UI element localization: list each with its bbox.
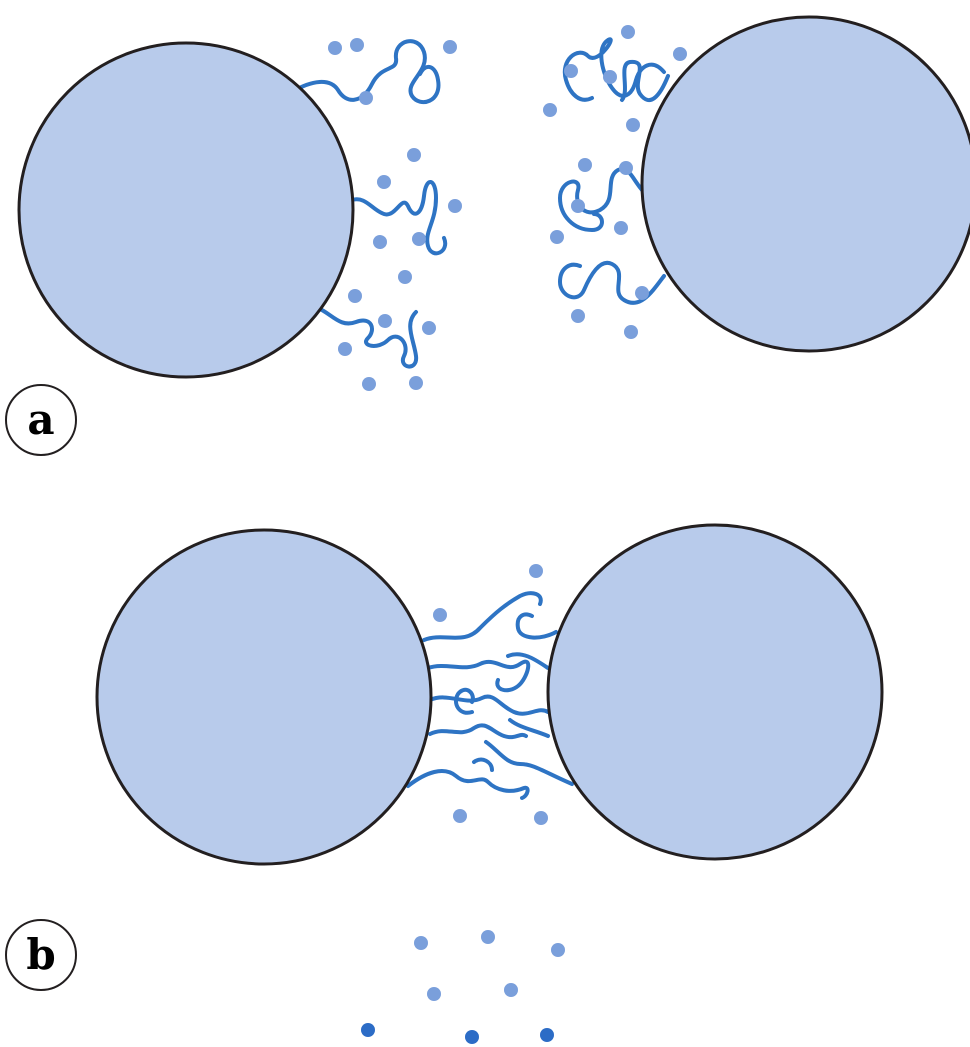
counterion bbox=[534, 811, 548, 825]
polymer-chain bbox=[428, 694, 550, 716]
counterion bbox=[412, 232, 426, 246]
panel-label-text: a bbox=[27, 395, 54, 444]
counterion bbox=[614, 221, 628, 235]
polymer-chain bbox=[562, 37, 666, 102]
released-ion-dark bbox=[465, 1030, 479, 1044]
polymer-chain bbox=[350, 180, 448, 256]
counterion bbox=[348, 289, 362, 303]
panel-label-circle bbox=[5, 919, 77, 991]
panel-b-released-ions bbox=[361, 930, 565, 1044]
polymer-chain bbox=[558, 166, 648, 232]
polymer-chain bbox=[515, 612, 558, 640]
counterion bbox=[359, 91, 373, 105]
released-counterion bbox=[414, 936, 428, 950]
counterion bbox=[529, 564, 543, 578]
panel-b-label: b bbox=[5, 919, 77, 991]
released-ion-dark bbox=[540, 1028, 554, 1042]
released-counterion bbox=[551, 943, 565, 957]
counterion bbox=[362, 377, 376, 391]
released-counterion bbox=[427, 987, 441, 1001]
counterion bbox=[621, 25, 635, 39]
counterion bbox=[328, 41, 342, 55]
counterion bbox=[550, 230, 564, 244]
particle-right bbox=[546, 523, 884, 861]
counterion bbox=[409, 376, 423, 390]
counterion bbox=[624, 325, 638, 339]
counterion bbox=[673, 47, 687, 61]
particle-left bbox=[17, 41, 355, 379]
counterion bbox=[350, 38, 364, 52]
counterion bbox=[377, 175, 391, 189]
counterion bbox=[564, 64, 578, 78]
panel-b-counterions bbox=[433, 564, 548, 825]
polymer-chain bbox=[472, 757, 494, 772]
panel-label-circle bbox=[5, 384, 77, 456]
polymer-chain bbox=[484, 740, 574, 786]
polymer-chain bbox=[508, 718, 550, 738]
counterion bbox=[378, 314, 392, 328]
counterion bbox=[453, 809, 467, 823]
counterion bbox=[448, 199, 462, 213]
polymer-chain bbox=[506, 652, 550, 670]
panel-a: a bbox=[5, 15, 970, 456]
counterion bbox=[443, 40, 457, 54]
panel-b-bridging-chains bbox=[406, 591, 574, 800]
polymer-chain bbox=[558, 260, 666, 305]
counterion bbox=[338, 342, 352, 356]
counterion bbox=[603, 70, 617, 84]
counterion bbox=[398, 270, 412, 284]
counterion bbox=[626, 118, 640, 132]
released-ion-dark bbox=[361, 1023, 375, 1037]
counterion bbox=[422, 321, 436, 335]
released-counterion bbox=[504, 983, 518, 997]
counterion bbox=[635, 286, 649, 300]
polymer-chain bbox=[422, 591, 543, 642]
polymer-chain bbox=[316, 306, 419, 369]
panel-a-counterions bbox=[328, 25, 687, 391]
polymer-chain bbox=[426, 659, 531, 693]
polymer-chain bbox=[453, 687, 475, 715]
polymer-chain bbox=[428, 723, 528, 740]
counterion bbox=[373, 235, 387, 249]
particle-left bbox=[95, 528, 433, 866]
counterion bbox=[571, 309, 585, 323]
particle-right bbox=[640, 15, 970, 353]
polymer-chain bbox=[290, 39, 441, 105]
counterion bbox=[619, 161, 633, 175]
panel-a-label: a bbox=[5, 384, 77, 456]
counterion bbox=[578, 158, 592, 172]
polymer-chain bbox=[406, 769, 530, 800]
panel-label-text: b bbox=[26, 930, 55, 979]
counterion bbox=[433, 608, 447, 622]
panel-a-left-chains bbox=[290, 39, 448, 369]
released-counterion bbox=[481, 930, 495, 944]
panel-a-right-chains bbox=[558, 37, 670, 305]
panel-b: b bbox=[5, 523, 884, 1044]
counterion bbox=[571, 199, 585, 213]
counterion bbox=[543, 103, 557, 117]
polymer-chain bbox=[620, 59, 670, 102]
counterion bbox=[407, 148, 421, 162]
